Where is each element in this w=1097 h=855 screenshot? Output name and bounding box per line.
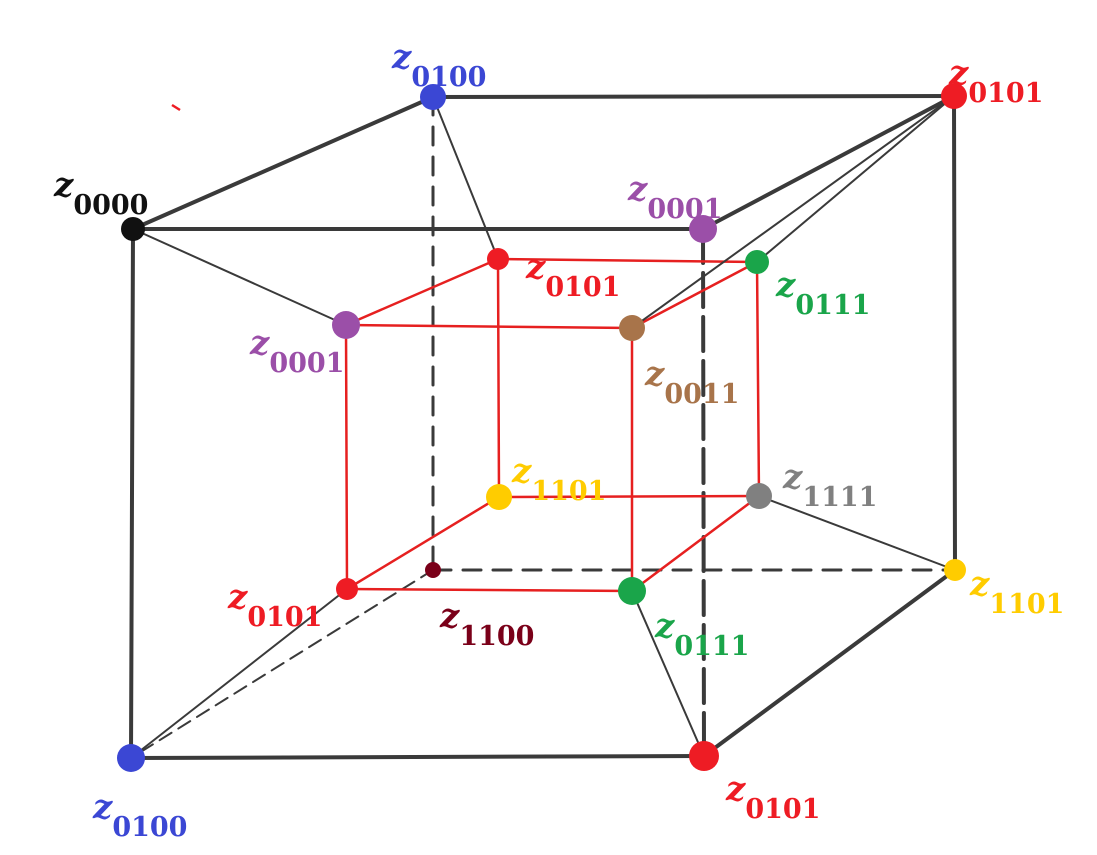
node-symbol: z (249, 323, 270, 363)
edge-n1111-n1101o (758, 495, 956, 571)
node-subscript: 0101 (247, 602, 322, 633)
node-n0100b (117, 744, 145, 772)
node-n0111i (745, 250, 769, 274)
node-label-n0100b: z0100 (92, 787, 187, 843)
node-subscript: 0100 (411, 62, 486, 93)
node-symbol: z (969, 564, 990, 604)
node-subscript: 0001 (269, 348, 344, 379)
node-n1101o (944, 559, 966, 581)
node-subscript: 0011 (664, 379, 739, 410)
node-n0001i (332, 311, 360, 339)
node-label-n1101i: z1101 (511, 451, 606, 507)
node-symbol: z (439, 596, 460, 636)
node-symbol: z (948, 53, 969, 93)
edge-n0101tr-n1101o (952, 94, 957, 572)
node-symbol: z (644, 354, 665, 394)
edge-n1100-n0100b (130, 569, 434, 759)
node-symbol: z (775, 265, 796, 305)
edge-n1101i-n1111 (497, 494, 761, 499)
node-label-n1101o: z1101 (969, 564, 1064, 620)
edge-n0101tr-n0011 (631, 95, 955, 329)
node-n1100 (425, 562, 441, 578)
node-label-n0101i: z0101 (525, 247, 620, 303)
node-label-n1111: z1111 (782, 457, 877, 513)
edge-n0101i-n0111i (496, 257, 759, 264)
edge-n0000-n0100t (131, 95, 435, 231)
node-label-n0100t: z0100 (391, 37, 486, 93)
node-label-n0000: z0000 (53, 165, 148, 221)
node-symbol: z (92, 787, 113, 827)
node-label-n0101b: z0101 (725, 769, 820, 825)
node-symbol: z (654, 606, 675, 646)
node-symbol: z (511, 451, 532, 491)
node-label-n0001i: z0001 (249, 323, 344, 379)
node-subscript: 0101 (545, 272, 620, 303)
edge-n0001o-n0101tr (701, 94, 956, 231)
edge-n0000-n0100b (129, 227, 135, 760)
edge-n0101b-n1101o (702, 568, 957, 758)
edge-n0001o-n0101b (701, 227, 706, 758)
node-label-n0111ib: z0111 (654, 606, 749, 662)
edge-n0011-n0111i (630, 260, 759, 330)
node-label-n0011: z0011 (644, 354, 739, 410)
edge-n0100t-n0101i (432, 96, 499, 260)
node-n1101i (486, 484, 512, 510)
edge-n0101i-n1101i (496, 257, 501, 499)
node-label-n0001o: z0001 (627, 169, 722, 225)
node-subscript: 0111 (795, 290, 870, 321)
node-n0111ib (618, 577, 646, 605)
node-symbol: z (53, 165, 74, 205)
node-label-n0101tr: z0101 (948, 53, 1043, 109)
node-label-n0101ib: z0101 (227, 577, 322, 633)
stray-mark (171, 103, 181, 112)
edge-n0001i-n0101i (344, 257, 500, 327)
node-subscript: 0001 (647, 194, 722, 225)
edge-n0101ib-n0111ib (345, 587, 634, 593)
edge-n0001i-n0011 (344, 323, 634, 330)
node-symbol: z (782, 457, 803, 497)
node-symbol: z (391, 37, 412, 77)
edge-n0111ib-n0101b (631, 590, 705, 757)
node-subscript: 0101 (968, 78, 1043, 109)
node-n0101b (689, 741, 719, 771)
node-symbol: z (725, 769, 746, 809)
edge-n0100b-n0101b (129, 754, 706, 760)
edge-n0101ib-n0100b (130, 588, 348, 759)
node-label-n0111i: z0111 (775, 265, 870, 321)
node-n0001o (689, 215, 717, 243)
nodes-layer (117, 83, 967, 772)
node-symbol: z (627, 169, 648, 209)
edge-n0101tr-n0111i (756, 95, 955, 263)
node-n0101i (487, 248, 509, 270)
node-subscript: 0101 (745, 794, 820, 825)
node-subscript: 0100 (112, 812, 187, 843)
edge-n0000-n0001i (132, 228, 347, 326)
node-n0011 (619, 315, 645, 341)
edge-n0111ib-n1111 (630, 494, 761, 593)
edge-n0001i-n0101ib (344, 323, 349, 591)
edge-n0111i-n1111 (755, 260, 761, 498)
node-n0101tr (941, 83, 967, 109)
node-symbol: z (525, 247, 546, 287)
node-symbol: z (227, 577, 248, 617)
node-subscript: 1111 (802, 482, 877, 513)
node-subscript: 0111 (674, 631, 749, 662)
node-label-n1100: z1100 (439, 596, 534, 652)
node-n0101ib (336, 578, 358, 600)
node-subscript: 1101 (531, 476, 606, 507)
node-n1111 (746, 483, 772, 509)
node-n0000 (121, 217, 145, 241)
edge-n0100t-n0101tr (431, 94, 956, 99)
node-subscript: 0000 (73, 190, 148, 221)
node-n0100t (420, 84, 446, 110)
edge-n0101ib-n1101i (345, 495, 501, 591)
node-subscript: 1101 (989, 589, 1064, 620)
node-subscript: 1100 (459, 621, 534, 652)
edges-layer (129, 94, 957, 760)
